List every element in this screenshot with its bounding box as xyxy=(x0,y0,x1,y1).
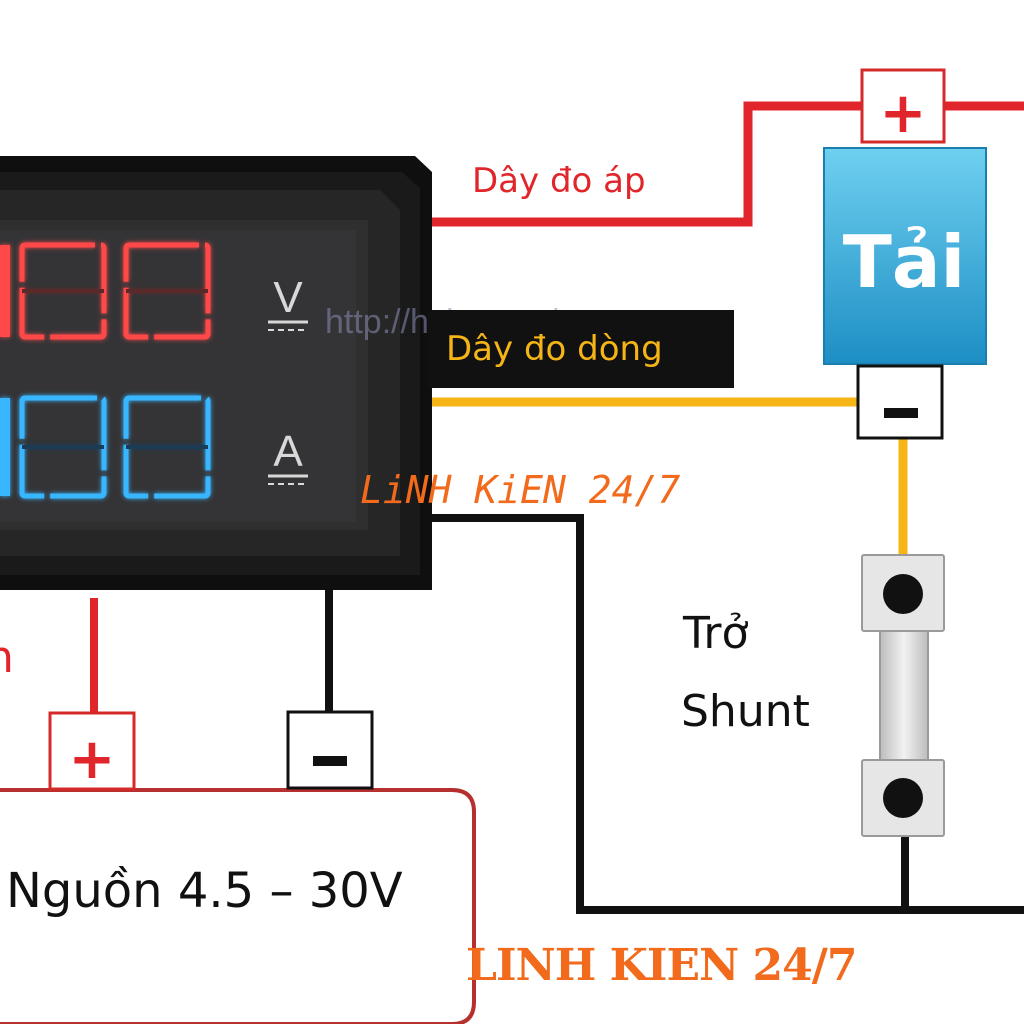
wire-voltage-red xyxy=(432,101,1024,227)
wire-current-yellow xyxy=(432,397,908,555)
power-plus-terminal xyxy=(48,711,136,791)
cut-off-text: n xyxy=(0,632,14,683)
amp-unit-label: A xyxy=(273,427,303,476)
current-wire-label: Dây đo dòng xyxy=(446,329,663,369)
load-label: Tải xyxy=(843,220,965,304)
panel-meter xyxy=(0,156,432,590)
brand-logo-large: LINH KIEN 24/7 xyxy=(466,940,856,991)
load-plus-sign: + xyxy=(880,81,927,146)
power-supply-box xyxy=(0,788,476,1024)
volt-unit-label: V xyxy=(273,273,303,322)
load-minus-terminal xyxy=(856,364,944,440)
wire-ground-black xyxy=(325,514,1024,914)
amp-display xyxy=(0,395,211,499)
shunt-resistor xyxy=(861,554,945,837)
load-plus-terminal xyxy=(860,68,946,144)
power-plus-sign: + xyxy=(69,727,116,792)
power-minus-terminal xyxy=(286,710,374,790)
brand-logo-small: LiNH KiEN 24/7 xyxy=(360,468,680,512)
shunt-label-line1: Trở xyxy=(682,608,749,659)
load-box xyxy=(823,147,987,365)
current-wire-label-bg xyxy=(428,310,734,388)
volt-display xyxy=(0,242,211,340)
power-supply-label: Nguồn 4.5 – 30V xyxy=(6,863,403,919)
voltage-wire-label: Dây đo áp xyxy=(472,161,646,201)
shunt-label-line2: Shunt xyxy=(681,686,810,737)
